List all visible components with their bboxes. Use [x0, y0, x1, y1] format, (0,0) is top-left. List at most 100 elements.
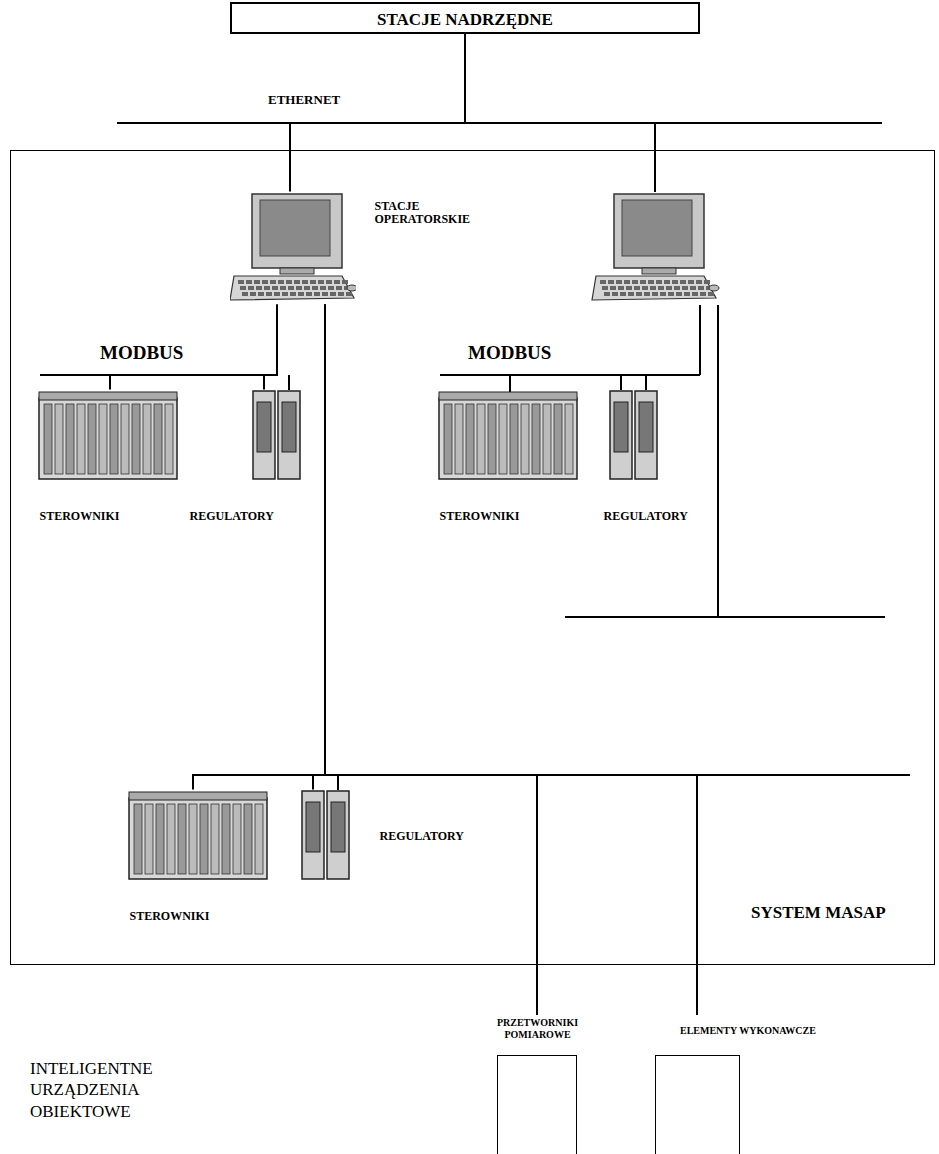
key: [336, 286, 342, 290]
bus-line: [717, 305, 719, 617]
key: [278, 280, 284, 284]
drop-line: [699, 305, 701, 375]
key: [310, 280, 316, 284]
key: [338, 292, 344, 296]
keyboard: [230, 276, 354, 300]
controller-unit: [327, 791, 349, 879]
key: [296, 286, 302, 290]
node-label: REGULATORY: [604, 510, 720, 524]
bus-label: ETHERNET: [268, 92, 340, 108]
key: [624, 280, 630, 284]
rack-module: [165, 404, 173, 474]
key: [240, 286, 246, 290]
drop-line: [288, 375, 290, 390]
key: [610, 286, 616, 290]
controller-panel: [282, 402, 296, 452]
monitor: [252, 194, 342, 268]
rack: [439, 398, 577, 479]
rack-module: [499, 404, 507, 474]
keyboard: [592, 276, 716, 300]
controller-panel: [614, 402, 628, 452]
controller-unit: [635, 391, 657, 479]
screen: [260, 200, 330, 256]
rack-module: [211, 804, 219, 874]
bus-label: MODBUS: [100, 342, 183, 364]
key: [302, 280, 308, 284]
rack: [39, 398, 177, 479]
bus-connector: [313, 305, 325, 790]
node-label: STEROWNIKI: [440, 510, 586, 524]
node-label: STEROWNIKI: [130, 910, 276, 924]
key: [618, 286, 624, 290]
key: [708, 292, 714, 296]
monitor: [614, 194, 704, 268]
operator-station: STACJE OPERATORSKIE: [230, 192, 490, 305]
key: [270, 280, 276, 284]
key: [306, 292, 312, 296]
node-label: REGULATORY: [380, 830, 480, 844]
key: [664, 280, 670, 284]
key: [328, 286, 334, 290]
key: [294, 280, 300, 284]
key: [282, 292, 288, 296]
system-region: SYSTEM MASAP STACJE OPERATORSKIE STEROWNIK…: [10, 150, 935, 965]
rack-module: [532, 404, 540, 474]
key: [334, 280, 340, 284]
rack-module: [477, 404, 485, 474]
key: [652, 292, 658, 296]
key: [322, 292, 328, 296]
key: [658, 286, 664, 290]
key: [330, 292, 336, 296]
monitor-base: [280, 268, 314, 274]
key: [650, 286, 656, 290]
field-device: ELEMENTY WYKONAWCZE: [655, 1015, 820, 1154]
key: [604, 292, 610, 296]
key: [680, 280, 686, 284]
key: [634, 286, 640, 290]
key: [274, 292, 280, 296]
key: [286, 280, 292, 284]
key: [266, 292, 272, 296]
node-label: PRZETWORNIKI POMIAROWE: [467, 1017, 608, 1040]
rack-module: [156, 804, 164, 874]
drop-line: [620, 375, 622, 390]
rack-module: [565, 404, 573, 474]
screen: [622, 200, 692, 256]
key: [264, 286, 270, 290]
plc-rack: STEROWNIKI: [38, 390, 188, 530]
rack-module: [233, 804, 241, 874]
rack-module: [178, 804, 186, 874]
key: [242, 292, 248, 296]
illustration: [128, 790, 268, 880]
key: [660, 292, 666, 296]
key: [314, 292, 320, 296]
controller-unit: [278, 391, 300, 479]
drop-line: [337, 775, 339, 790]
key: [666, 286, 672, 290]
computer-illustration: [592, 194, 719, 300]
rack-module: [145, 804, 153, 874]
key: [290, 292, 296, 296]
key: [628, 292, 634, 296]
rack-module: [134, 804, 142, 874]
controller-panel: [331, 802, 345, 852]
key: [644, 292, 650, 296]
key: [262, 280, 268, 284]
plc-rack: STEROWNIKI: [128, 790, 278, 930]
rack-module: [543, 404, 551, 474]
node-label: SYSTEM MASAP: [751, 903, 921, 923]
rack: [129, 798, 267, 879]
illustration: [438, 390, 578, 480]
rack-module: [121, 404, 129, 474]
key: [602, 286, 608, 290]
rack-module: [88, 404, 96, 474]
rack-module: [132, 404, 140, 474]
key: [608, 280, 614, 284]
illustration: [38, 390, 178, 480]
key: [636, 292, 642, 296]
rack-module: [110, 404, 118, 474]
rack-module: [244, 804, 252, 874]
key: [254, 280, 260, 284]
rack-module: [222, 804, 230, 874]
